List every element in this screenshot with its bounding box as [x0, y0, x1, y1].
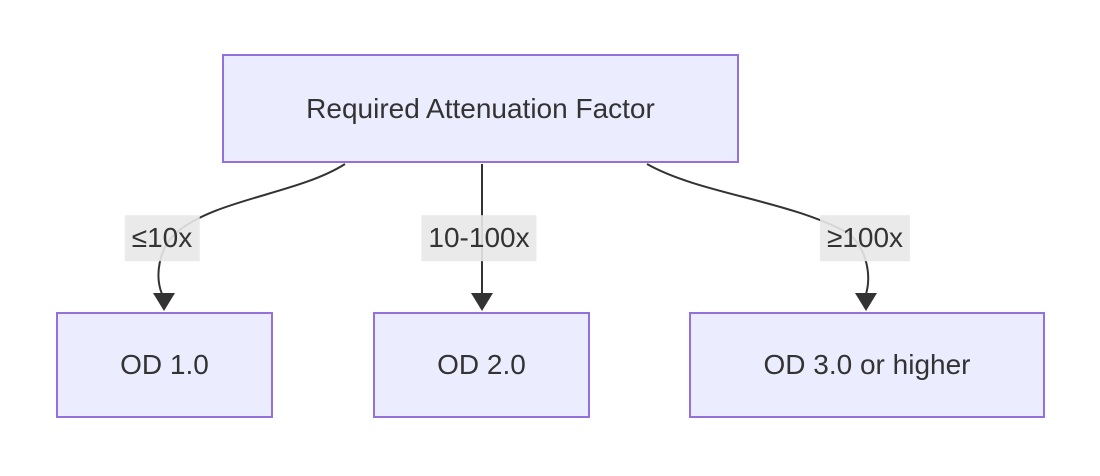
node-od-3-0-or-higher: OD 3.0 or higher: [689, 312, 1045, 418]
arrowhead-down-icon: [471, 293, 493, 311]
arrowhead-down-icon: [153, 293, 175, 311]
edge-label-text: 10-100x: [428, 222, 530, 254]
node-od-1-0: OD 1.0: [56, 312, 273, 418]
arrowhead-down-icon: [855, 293, 877, 311]
node-od-2-0: OD 2.0: [373, 312, 590, 418]
edge-label-text: ≤10x: [131, 222, 193, 254]
node-label: OD 2.0: [437, 349, 526, 380]
edge-label-10-100x: 10-100x: [421, 215, 537, 261]
edge-label-ge-100x: ≥100x: [819, 215, 911, 261]
node-label: OD 1.0: [120, 349, 209, 380]
edge-label-text: ≥100x: [826, 222, 904, 254]
edge-label-le-10x: ≤10x: [124, 215, 200, 261]
node-label: OD 3.0 or higher: [763, 349, 971, 380]
node-required-attenuation-factor: Required Attenuation Factor: [222, 54, 739, 163]
node-label: Required Attenuation Factor: [306, 92, 655, 124]
